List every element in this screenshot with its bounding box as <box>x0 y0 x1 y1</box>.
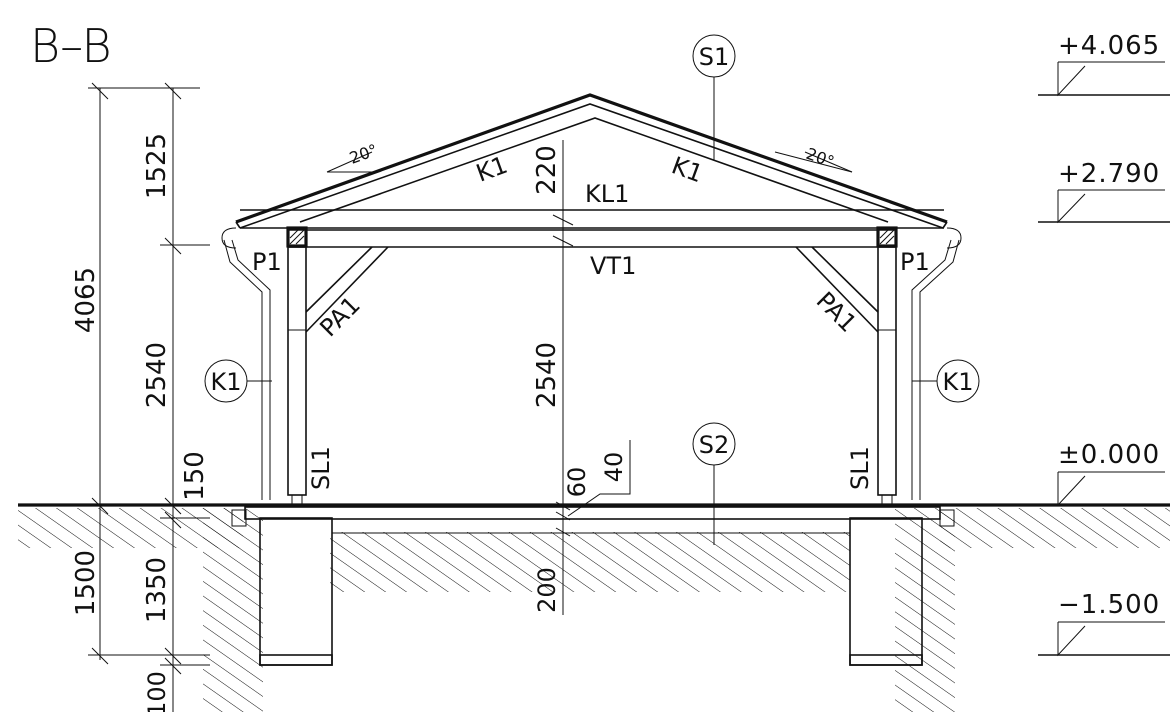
label-brace-right: PA1 <box>811 286 862 337</box>
dim-inner-wall: 2540 <box>142 342 172 408</box>
label-rafter-left: K1 <box>472 151 511 188</box>
level-ground-text: ±0.000 <box>1058 440 1160 470</box>
gutter-right <box>911 227 962 500</box>
roof <box>235 93 948 229</box>
level-marker-foundation: −1.500 <box>1038 590 1170 657</box>
label-purlin-left: P1 <box>252 248 282 276</box>
center-dimension-line <box>552 140 631 615</box>
label-tie-beam: VT1 <box>590 252 636 280</box>
inner-dimension-chain <box>160 82 210 712</box>
gutter-left <box>221 227 271 500</box>
foundation-right <box>849 517 923 666</box>
label-collar: KL1 <box>585 180 629 208</box>
level-marker-top: +4.065 <box>1038 31 1170 97</box>
dim-mid-roof: 220 <box>532 145 562 195</box>
dim-inner-roof: 1525 <box>142 133 172 199</box>
bubble-floor: S2 <box>692 422 736 545</box>
brace-right <box>795 246 879 333</box>
dim-inner-found: 1350 <box>142 557 172 623</box>
tie-beam <box>288 229 896 248</box>
dim-inner-bottom: 100 <box>143 671 171 712</box>
dim-inner-plinth: 150 <box>180 451 210 501</box>
label-rafter-right: K1 <box>668 151 707 188</box>
dim-mid-floor-a: 60 <box>563 467 591 498</box>
outer-dimension-chain <box>88 82 210 665</box>
level-top-text: +4.065 <box>1058 31 1160 61</box>
purlin-right-box <box>876 226 898 248</box>
level-marker-ground: ±0.000 <box>1057 440 1165 507</box>
angle-mark-left: 20° <box>326 140 380 173</box>
level-marker-eaves: +2.790 <box>1038 159 1170 224</box>
dim-outer-total: 4065 <box>71 267 101 333</box>
section-title: B–B <box>30 19 112 73</box>
angle-mark-right: 20° <box>774 144 853 173</box>
bubble-roof-text: S1 <box>699 43 730 71</box>
dim-mid-floor-b: 40 <box>600 452 628 483</box>
bubble-roof: S1 <box>692 34 736 160</box>
bubble-col-left-text: K1 <box>210 368 241 396</box>
purlin-left-box <box>286 226 308 248</box>
bubble-floor-text: S2 <box>699 431 730 459</box>
soil-hatching <box>18 508 1170 712</box>
bubble-col-right-text: K1 <box>942 368 973 396</box>
angle-left-text: 20° <box>347 140 380 168</box>
label-post-right: SL1 <box>846 446 874 490</box>
post-right <box>877 246 897 508</box>
dim-mid-height: 2540 <box>532 342 562 408</box>
label-purlin-right: P1 <box>900 248 930 276</box>
dim-mid-below: 200 <box>533 567 561 613</box>
level-eaves-text: +2.790 <box>1058 159 1160 189</box>
dim-outer-base: 1500 <box>71 550 101 616</box>
post-left <box>287 246 307 508</box>
foundation-left <box>259 517 333 666</box>
level-foundation-text: −1.500 <box>1058 590 1160 620</box>
floor-slab <box>231 506 955 534</box>
bubble-col-left: K1 <box>204 359 272 403</box>
bubble-col-right: K1 <box>912 359 980 403</box>
brace-left <box>305 246 389 333</box>
label-brace-left: PA1 <box>314 291 365 342</box>
collar-beam <box>240 209 944 229</box>
label-post-left: SL1 <box>307 446 335 490</box>
angle-right-text: 20° <box>804 144 837 172</box>
